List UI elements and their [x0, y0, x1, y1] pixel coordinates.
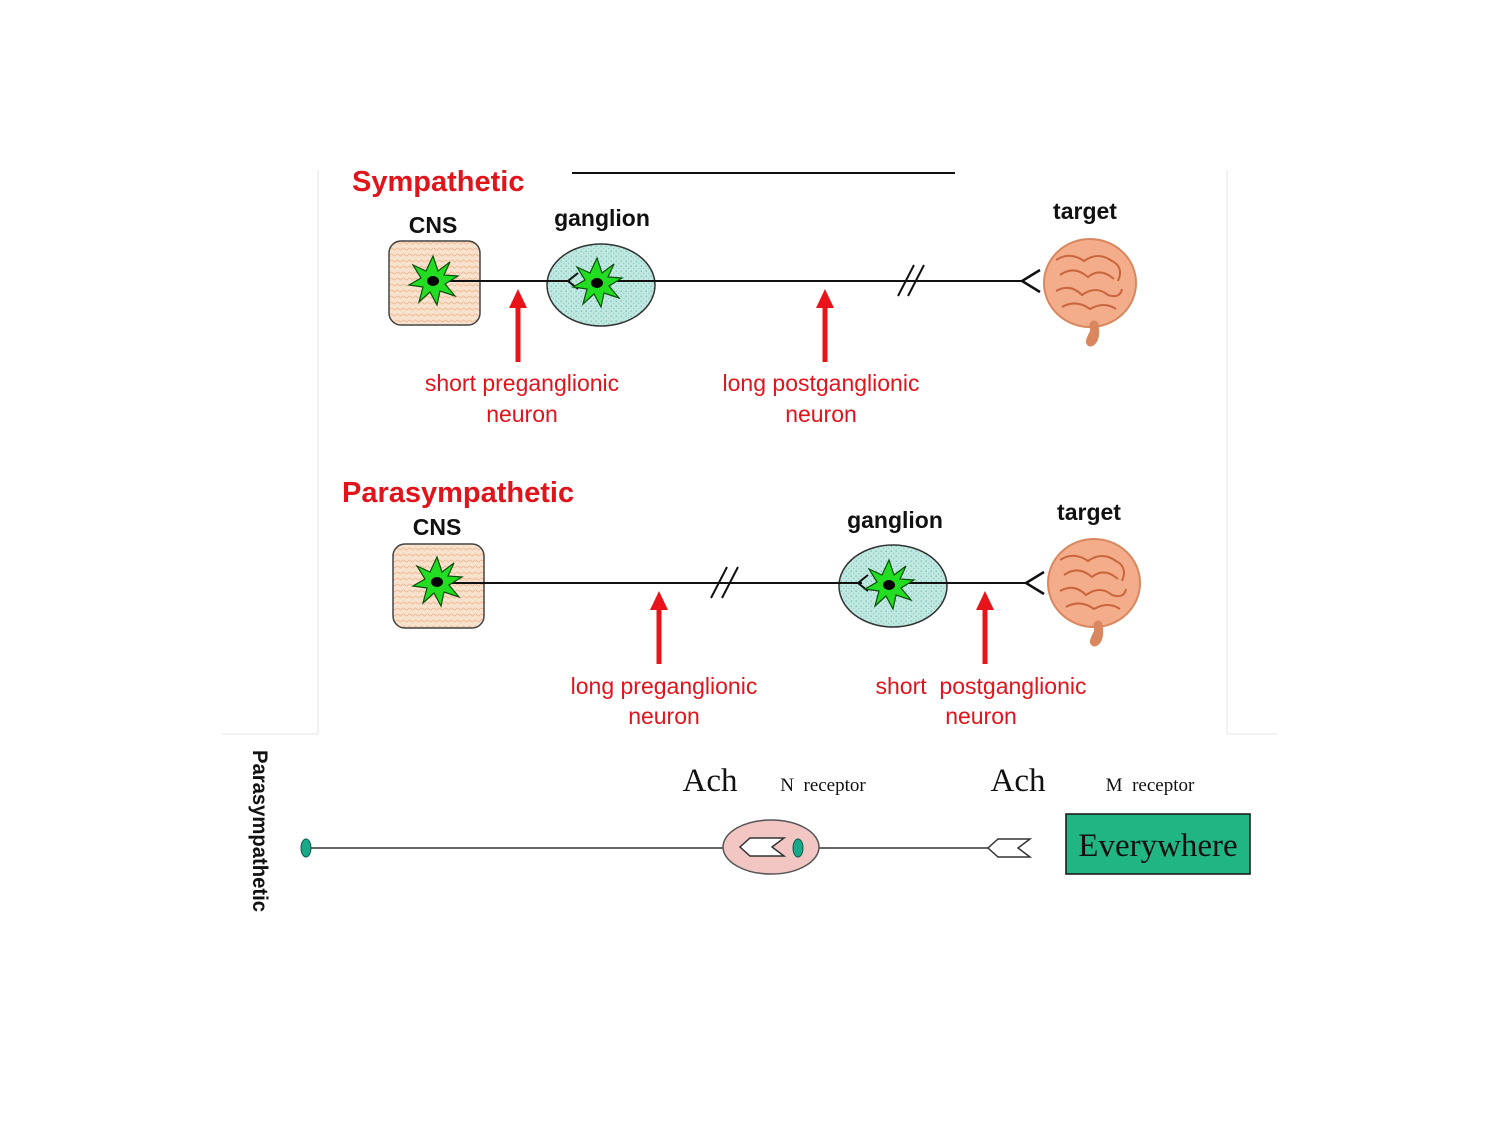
sympathetic-postganglionic-label-line2: neuron	[785, 401, 857, 427]
sympathetic-ganglion-label: ganglion	[554, 205, 650, 231]
parasympathetic-postganglionic-label-line1: short postganglionic	[876, 673, 1087, 699]
sympathetic-preganglionic-label-line2: neuron	[486, 401, 558, 427]
parasympathetic-cns-neuron-icon	[411, 555, 464, 608]
sympathetic-preganglionic-label-line1: short preganglionic	[425, 370, 619, 396]
receptor-label-2: M receptor	[1106, 775, 1195, 796]
parasympathetic-target-synapse	[1023, 570, 1045, 596]
parasympathetic-ganglion-label: ganglion	[847, 507, 943, 533]
parasympathetic-synapse-1	[856, 574, 869, 592]
parasympathetic-cns-label: CNS	[413, 514, 462, 540]
sympathetic-target-intestine-icon	[1043, 238, 1137, 347]
sympathetic-preganglionic-arrow	[509, 289, 527, 362]
ganglion-terminal-icon	[792, 838, 804, 858]
origin-terminal-icon	[300, 838, 312, 858]
parasympathetic-preganglionic-arrow	[650, 591, 668, 664]
slide-panel	[222, 170, 1277, 735]
parasympathetic-target-label: target	[1057, 499, 1121, 525]
parasympathetic-pathway: Parasympathetic CNS ganglion target	[342, 477, 1141, 729]
parasympathetic-postganglionic-label-line2: neuron	[945, 703, 1017, 729]
nt-label-1: Ach	[683, 763, 738, 799]
m-receptor-icon	[986, 838, 1033, 858]
sympathetic-target-label: target	[1053, 198, 1117, 224]
sympathetic-cns-neuron-icon	[407, 254, 460, 307]
parasympathetic-axon-break-icon	[710, 566, 739, 599]
receptor-label-1: N receptor	[780, 775, 866, 796]
sympathetic-axon-break-icon	[897, 264, 925, 297]
parasympathetic-postganglionic-arrow	[976, 591, 994, 664]
receptor-row: Parasympathetic Ach N receptor Ach M rec…	[248, 750, 1251, 912]
sympathetic-title: Sympathetic	[352, 166, 524, 198]
parasympathetic-ganglion-neuron-icon	[863, 558, 916, 611]
parasympathetic-preganglionic-label-line1: long preganglionic	[571, 673, 758, 699]
target-everywhere-box	[1065, 813, 1251, 875]
parasympathetic-target-intestine-icon	[1047, 538, 1141, 647]
sympathetic-postganglionic-label-line1: long postganglionic	[723, 370, 920, 396]
parasympathetic-title: Parasympathetic	[342, 477, 574, 509]
sympathetic-ganglion-neuron-icon	[571, 256, 624, 309]
sympathetic-target-synapse	[1019, 268, 1041, 294]
parasympathetic-preganglionic-label-line2: neuron	[628, 703, 700, 729]
target-everywhere-label: Everywhere	[1078, 828, 1237, 864]
n-receptor-icon	[738, 837, 787, 857]
receptor-row-side-label: Parasympathetic	[248, 750, 271, 912]
sympathetic-pathway: Sympathetic CNS ganglion target	[352, 166, 1137, 427]
nt-label-2: Ach	[991, 763, 1046, 799]
sympathetic-cns-label: CNS	[409, 212, 458, 238]
sympathetic-postganglionic-arrow	[816, 289, 834, 362]
